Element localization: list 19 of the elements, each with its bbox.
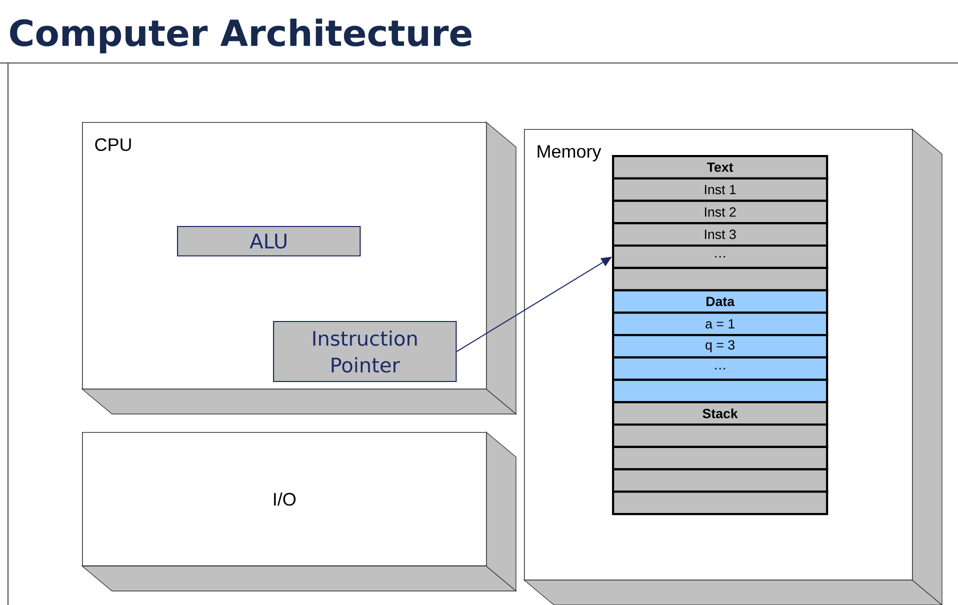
memory-cell bbox=[612, 446, 828, 470]
memory-cell: Inst 3 bbox=[612, 222, 828, 247]
memory-cell: q = 3 bbox=[612, 334, 828, 358]
memory-cell bbox=[612, 490, 828, 516]
memory-cell bbox=[612, 424, 828, 448]
memory-cell: Inst 2 bbox=[612, 200, 828, 224]
memory-cell bbox=[612, 378, 828, 404]
memory-cell: … bbox=[612, 244, 828, 269]
register-box: Instruction Pointer bbox=[273, 321, 457, 382]
memory-cell: Text bbox=[612, 155, 828, 180]
title: Computer Architecture bbox=[10, 18, 472, 54]
register-box: ALU bbox=[177, 226, 361, 256]
memory-cell: Stack bbox=[612, 401, 828, 426]
memory-cell bbox=[612, 266, 828, 292]
memory-cell: … bbox=[612, 356, 828, 381]
memory-cell: Inst 1 bbox=[612, 177, 828, 202]
memory-cell: Data bbox=[612, 289, 828, 314]
memory-cell bbox=[612, 468, 828, 493]
memory-cell: a = 1 bbox=[612, 312, 828, 336]
